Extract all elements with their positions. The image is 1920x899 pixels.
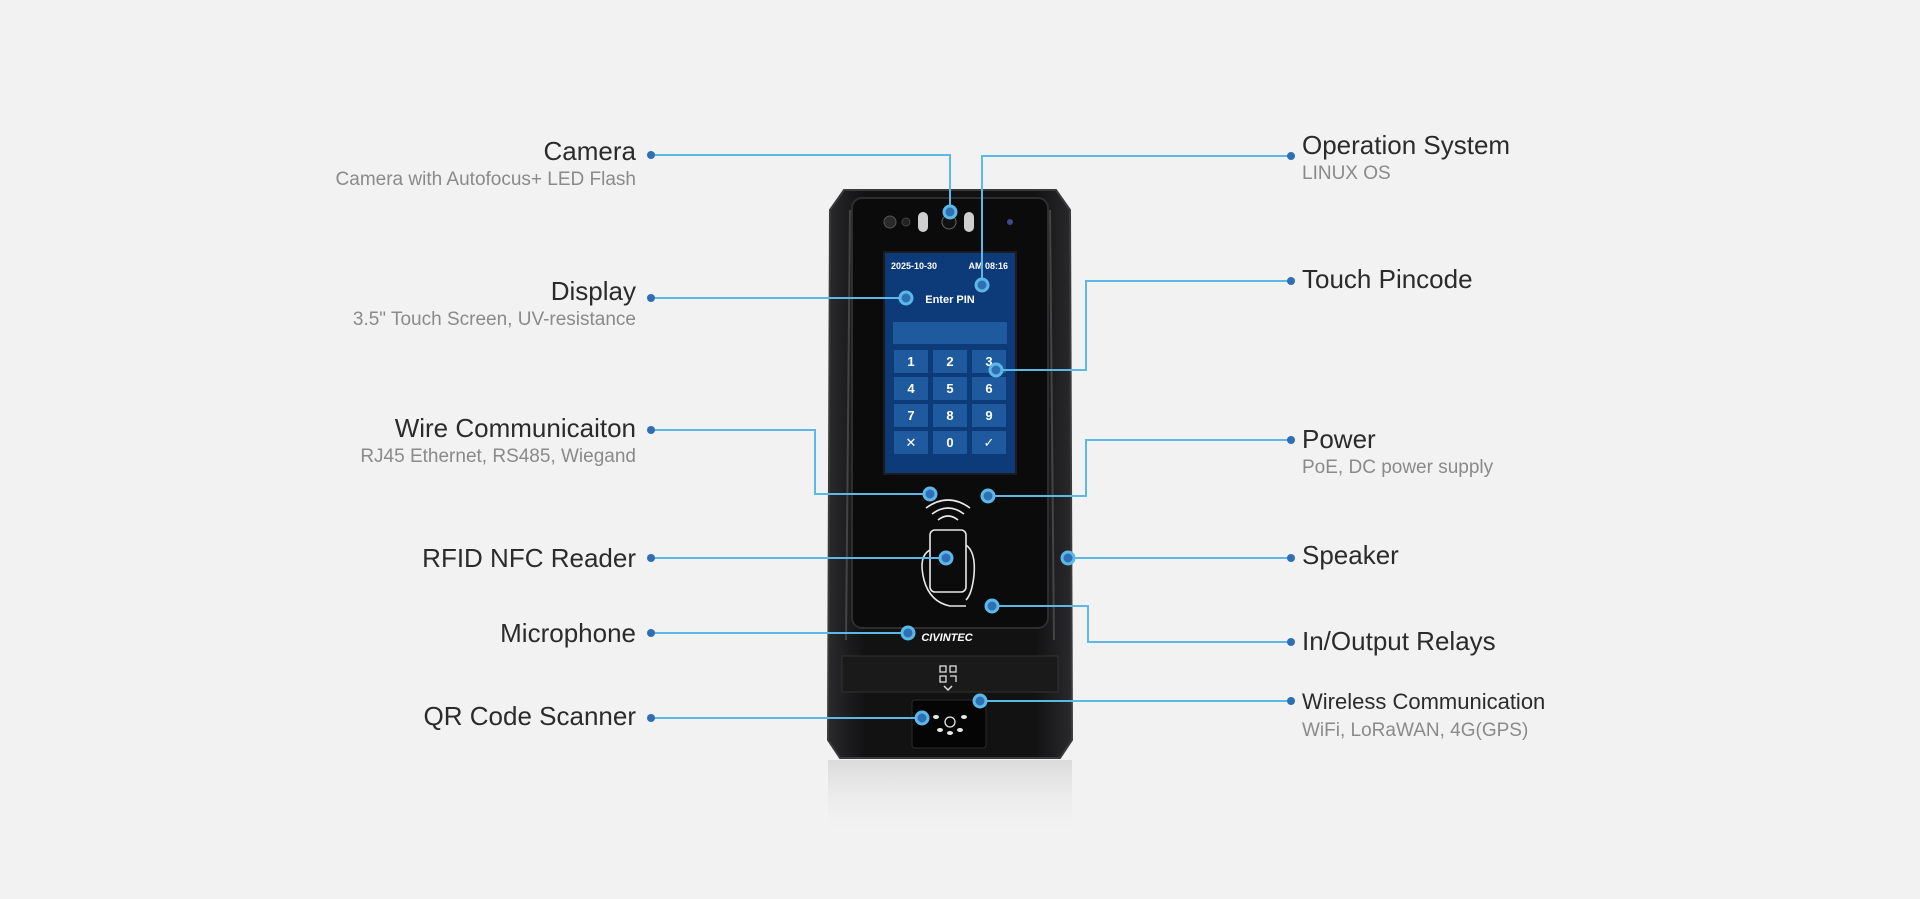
callout-end-dot xyxy=(647,426,655,434)
callout-speaker: Speaker xyxy=(1302,540,1399,570)
callout-title: Microphone xyxy=(500,618,636,648)
callout-title: Wireless Communication xyxy=(1302,689,1546,714)
keypad-key xyxy=(972,431,1006,454)
callout-end-dot xyxy=(1287,277,1295,285)
keypad-key xyxy=(933,377,967,400)
keypad-key-label: ✓ xyxy=(984,435,995,450)
keypad-key-label: ✕ xyxy=(906,435,917,450)
callout-anchor-dot xyxy=(922,486,938,502)
callout-qr-code-scanner: QR Code Scanner xyxy=(424,701,636,731)
callout-lines xyxy=(651,154,1291,719)
callout-subtitle: LINUX OS xyxy=(1302,163,1391,184)
callout-microphone: Microphone xyxy=(500,618,636,648)
callout-end-dot xyxy=(647,294,655,302)
callout-anchor-dot xyxy=(988,362,1004,378)
callout-title: Camera xyxy=(543,136,636,166)
callout-camera: Camera Camera with Autofocus+ LED Flash xyxy=(336,136,636,192)
callout-wireless-communication: Wireless Communication WiFi, LoRaWAN, 4G… xyxy=(1302,687,1545,743)
keypad-key-label: 1 xyxy=(907,354,914,369)
keypad-key xyxy=(894,377,928,400)
callout-dots xyxy=(647,151,1295,726)
qr-scanner-window xyxy=(911,699,987,749)
callout-anchor-dot xyxy=(972,693,988,709)
keypad-key-label: 4 xyxy=(907,381,915,396)
screen-time: AM 08:16 xyxy=(968,261,1008,271)
callout-title: Power xyxy=(1302,424,1376,454)
callout-end-dot xyxy=(647,151,655,159)
keypad-key-label: 0 xyxy=(946,435,953,450)
callout-title: Speaker xyxy=(1302,540,1399,570)
callout-title: Wire Communicaiton xyxy=(394,413,636,443)
callout-end-dot xyxy=(1287,697,1295,705)
keypad-key xyxy=(933,431,967,454)
device-reflection xyxy=(828,760,1072,840)
device-lower-band xyxy=(841,655,1059,693)
keypad-key-label: 8 xyxy=(946,408,953,423)
callout-anchor-dot xyxy=(1060,550,1076,566)
keypad-key xyxy=(972,377,1006,400)
touch-display: 1 2 3 4 5 6 7 8 9 ✕ 0 ✓ xyxy=(883,251,1017,475)
callout-anchor-dot xyxy=(898,290,914,306)
callout-anchor-dot xyxy=(914,710,930,726)
callout-title: Touch Pincode xyxy=(1302,264,1473,294)
callout-anchor-dot xyxy=(938,550,954,566)
callout-title: RFID NFC Reader xyxy=(422,543,636,573)
keypad-key-label: 3 xyxy=(985,354,992,369)
callout-wire-communication: Wire Communicaiton RJ45 Ethernet, RS485,… xyxy=(360,413,636,469)
callout-power: Power PoE, DC power supply xyxy=(1302,424,1493,480)
callout-end-dot xyxy=(647,714,655,722)
callout-anchor-dot xyxy=(980,488,996,504)
callout-subtitle: 3.5" Touch Screen, UV-resistance xyxy=(352,309,636,330)
keypad-key xyxy=(894,404,928,427)
qr-icon xyxy=(939,665,957,692)
keypad-key xyxy=(933,350,967,373)
callout-end-dot xyxy=(647,554,655,562)
callout-subtitle: WiFi, LoRaWAN, 4G(GPS) xyxy=(1302,720,1529,741)
callout-title: Display xyxy=(550,276,636,306)
callout-subtitle: PoE, DC power supply xyxy=(1302,457,1494,478)
callout-subtitle: RJ45 Ethernet, RS485, Wiegand xyxy=(360,446,636,467)
callout-anchor-dot xyxy=(900,625,916,641)
callout-rfid-nfc-reader: RFID NFC Reader xyxy=(422,543,636,573)
keypad-key xyxy=(894,350,928,373)
screen-date: 2025-10-30 xyxy=(891,261,937,271)
camera-module xyxy=(883,212,1013,232)
keypad-key-label: 7 xyxy=(907,408,914,423)
keypad-key-label: 2 xyxy=(946,354,953,369)
callout-anchor-dot xyxy=(984,598,1000,614)
callout-operation-system: Operation System LINUX OS xyxy=(1302,130,1510,186)
screen-prompt: Enter PIN xyxy=(925,294,975,306)
keypad-key-label: 6 xyxy=(985,381,992,396)
callout-title: QR Code Scanner xyxy=(423,701,636,731)
callout-end-dot xyxy=(1287,436,1295,444)
callout-anchor-dot xyxy=(974,277,990,293)
keypad: 1 2 3 4 5 6 7 8 9 ✕ 0 ✓ xyxy=(894,350,1006,454)
qr-scanner-leds xyxy=(933,715,967,735)
nfc-phone-icon xyxy=(921,499,976,607)
callout-anchor-dot xyxy=(942,204,958,220)
callout-touch-pincode: Touch Pincode xyxy=(1302,264,1473,294)
brand-logo: CIVINTEC xyxy=(921,632,973,644)
callout-display: Display 3.5" Touch Screen, UV-resistance xyxy=(353,276,636,332)
callout-title: Operation System xyxy=(1302,130,1511,160)
callout-title: In/Output Relays xyxy=(1302,626,1496,656)
keypad-key xyxy=(894,431,928,454)
keypad-key xyxy=(972,404,1006,427)
callout-subtitle: Camera with Autofocus+ LED Flash xyxy=(335,169,636,190)
callout-end-dot xyxy=(1287,638,1295,646)
keypad-key-label: 9 xyxy=(985,408,992,423)
keypad-key xyxy=(933,404,967,427)
callout-end-dot xyxy=(1287,554,1295,562)
callout-in-output-relays: In/Output Relays xyxy=(1302,626,1496,656)
callout-end-dot xyxy=(647,629,655,637)
callout-end-dot xyxy=(1287,152,1295,160)
keypad-key-label: 5 xyxy=(946,381,953,396)
